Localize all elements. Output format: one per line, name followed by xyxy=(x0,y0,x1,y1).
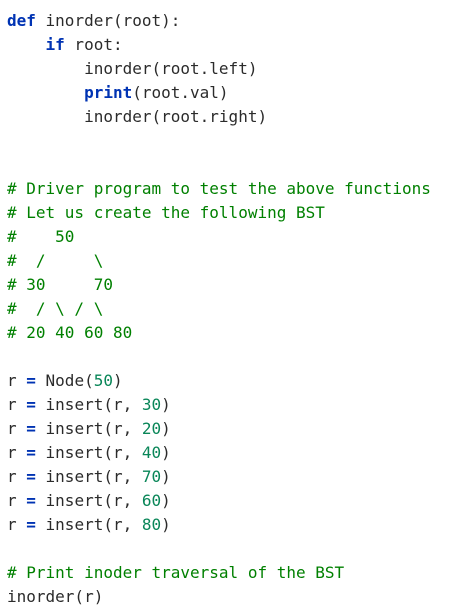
code-line xyxy=(7,153,464,177)
code-token-text: insert(r, xyxy=(35,395,142,414)
code-token-text: insert(r, xyxy=(35,515,142,534)
code-token-kw: def xyxy=(7,11,36,30)
code-token-text: ) xyxy=(112,371,123,390)
code-token-comment: # 20 40 60 80 xyxy=(7,323,133,342)
code-line xyxy=(7,345,464,369)
code-token-num: 70 xyxy=(141,467,162,486)
code-token-text: r xyxy=(7,371,27,390)
code-token-op: = xyxy=(26,371,36,390)
code-line: # Driver program to test the above funct… xyxy=(7,177,464,201)
code-line: r = insert(r, 80) xyxy=(7,513,464,537)
code-token-text: insert(r, xyxy=(35,419,142,438)
code-token-op: = xyxy=(26,491,36,510)
code-token-text xyxy=(7,35,46,54)
code-token-text: inorder(r) xyxy=(7,587,104,606)
code-token-text: inorder(root.left) xyxy=(7,59,258,78)
code-token-text: r xyxy=(7,491,27,510)
code-token-text: insert(r, xyxy=(35,443,142,462)
code-line: r = insert(r, 20) xyxy=(7,417,464,441)
code-token-text: r xyxy=(7,395,27,414)
code-token-text: r xyxy=(7,419,27,438)
code-token-text: insert(r, xyxy=(35,491,142,510)
code-token-comment: # / \ xyxy=(7,251,104,270)
code-line: # 50 xyxy=(7,225,464,249)
code-token-text: insert(r, xyxy=(35,467,142,486)
code-token-comment: # 50 xyxy=(7,227,75,246)
code-token-op: = xyxy=(26,395,36,414)
code-token-num: 50 xyxy=(93,371,113,390)
code-token-op: = xyxy=(26,443,36,462)
code-token-text: ) xyxy=(161,443,171,462)
code-token-num: 80 xyxy=(141,515,162,534)
code-line: r = Node(50) xyxy=(7,369,464,393)
code-token-text: ) xyxy=(161,467,171,486)
code-line: # / \ / \ xyxy=(7,297,464,321)
code-line xyxy=(7,537,464,561)
code-line xyxy=(7,129,464,153)
code-token-text: Node( xyxy=(35,371,94,390)
code-token-kw: print xyxy=(84,83,133,102)
code-token-text: inorder(root.right) xyxy=(7,107,268,126)
code-token-text: root: xyxy=(64,35,123,54)
code-line: # 20 40 60 80 xyxy=(7,321,464,345)
code-line: # 30 70 xyxy=(7,273,464,297)
code-line: inorder(root.right) xyxy=(7,105,464,129)
code-token-text: ) xyxy=(161,491,171,510)
code-token-text: r xyxy=(7,515,27,534)
code-token-op: = xyxy=(26,467,36,486)
code-line: inorder(r) xyxy=(7,585,464,609)
code-line: def inorder(root): xyxy=(7,9,464,33)
code-token-comment: # Print inoder traversal of the BST xyxy=(7,563,345,582)
code-token-text: inorder(root): xyxy=(35,11,181,30)
code-token-text: r xyxy=(7,443,27,462)
code-token-text: ) xyxy=(161,419,171,438)
code-token-text: ) xyxy=(161,515,171,534)
code-line: print(root.val) xyxy=(7,81,464,105)
code-token-op: = xyxy=(26,515,36,534)
code-token-num: 60 xyxy=(141,491,162,510)
code-line: # / \ xyxy=(7,249,464,273)
code-token-comment: # 30 70 xyxy=(7,275,113,294)
code-line: r = insert(r, 70) xyxy=(7,465,464,489)
code-line: r = insert(r, 30) xyxy=(7,393,464,417)
code-line: if root: xyxy=(7,33,464,57)
code-token-comment: # Let us create the following BST xyxy=(7,203,325,222)
code-token-num: 30 xyxy=(141,395,162,414)
code-line: r = insert(r, 60) xyxy=(7,489,464,513)
code-line: # Print inoder traversal of the BST xyxy=(7,561,464,585)
code-token-num: 40 xyxy=(141,443,162,462)
code-token-text: r xyxy=(7,467,27,486)
code-token-op: = xyxy=(26,419,36,438)
code-line: # Let us create the following BST xyxy=(7,201,464,225)
code-line: inorder(root.left) xyxy=(7,57,464,81)
code-token-kw: if xyxy=(45,35,65,54)
code-token-comment: # / \ / \ xyxy=(7,299,104,318)
code-token-text: (root.val) xyxy=(132,83,229,102)
code-token-num: 20 xyxy=(141,419,162,438)
code-token-text: ) xyxy=(161,395,171,414)
code-line: r = insert(r, 40) xyxy=(7,441,464,465)
code-token-comment: # Driver program to test the above funct… xyxy=(7,179,431,198)
code-token-text xyxy=(7,83,84,102)
